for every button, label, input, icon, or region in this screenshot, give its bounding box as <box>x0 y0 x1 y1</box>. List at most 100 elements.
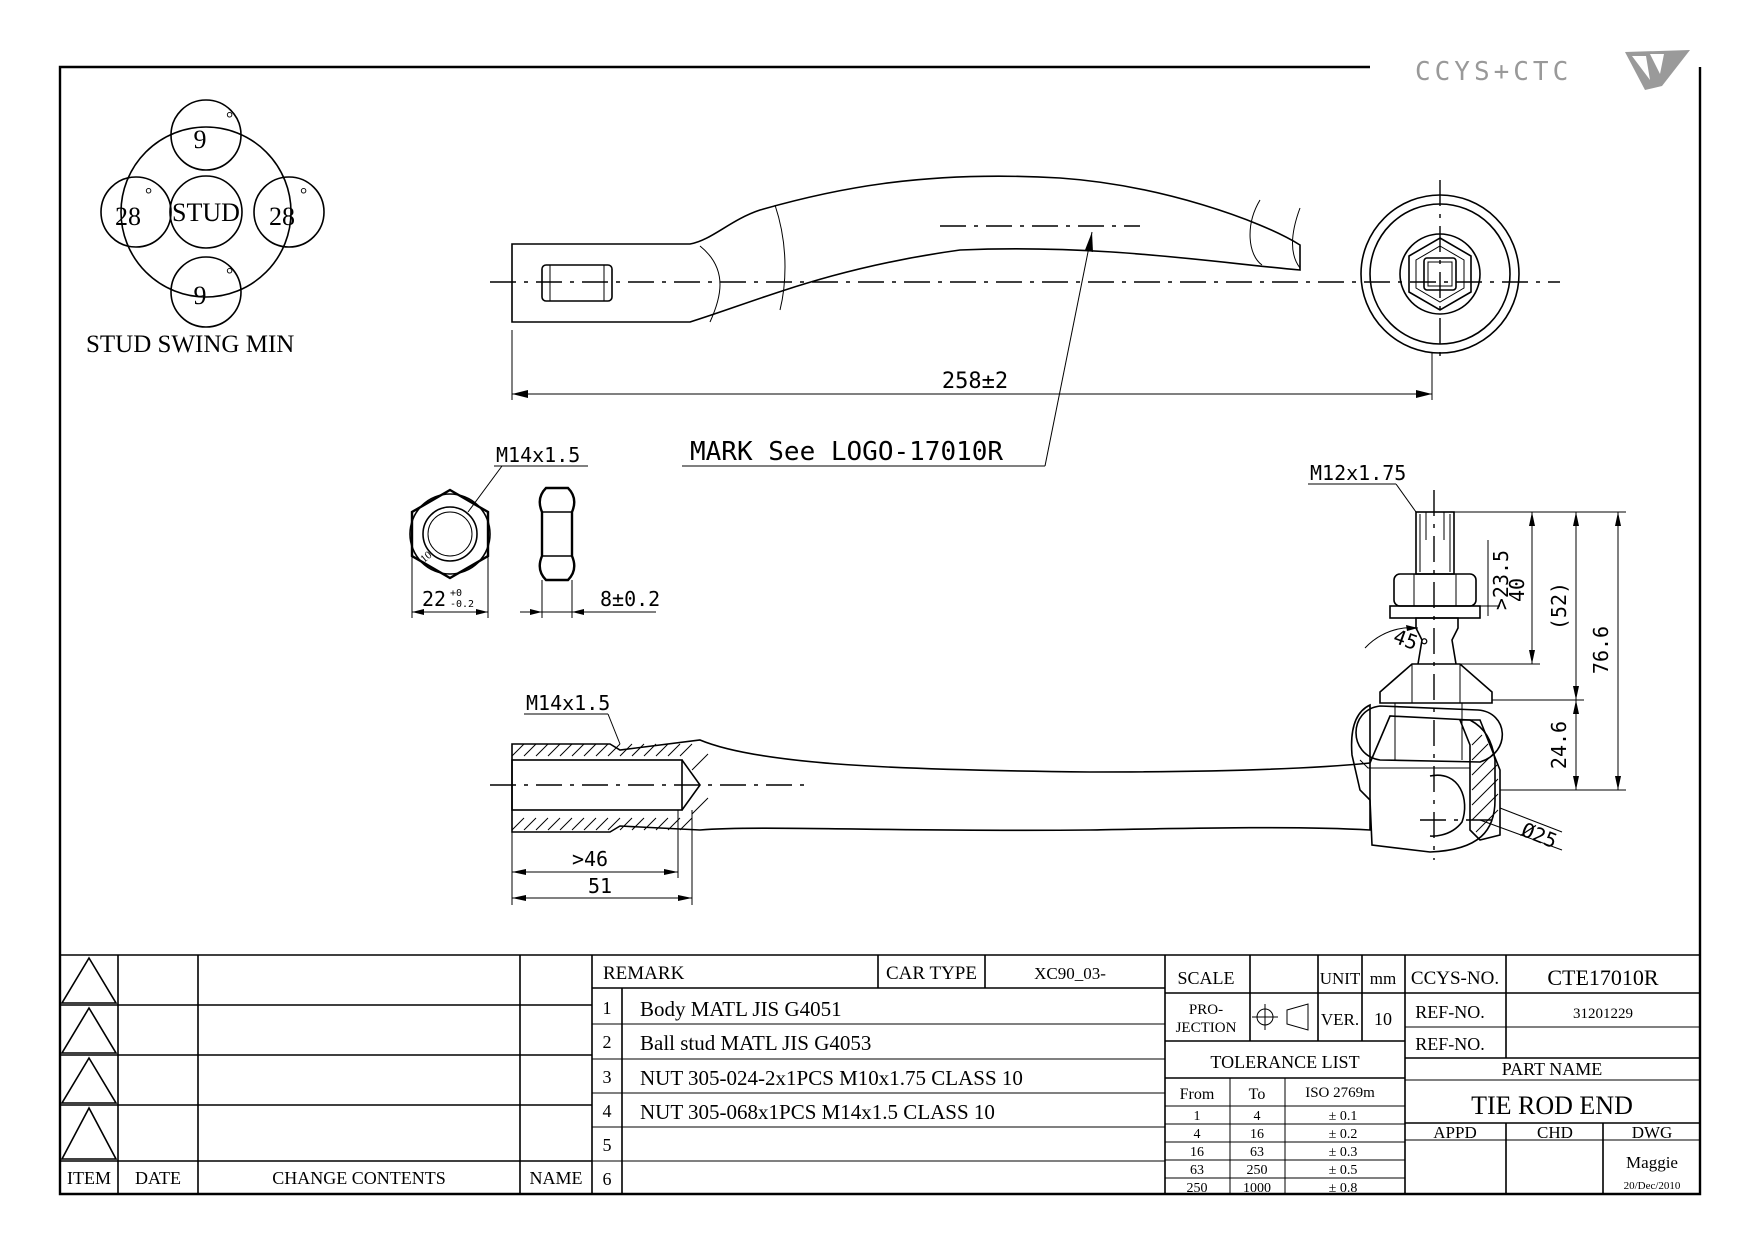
length-dimension: 258±2 <box>942 369 1008 394</box>
tolerance-title: TOLERANCE LIST <box>1210 1052 1359 1072</box>
stud-label: STUD <box>172 198 240 227</box>
svg-text:1: 1 <box>1194 1109 1201 1124</box>
stud-thread: M12x1.75 <box>1310 461 1406 485</box>
svg-text:°: ° <box>226 264 233 284</box>
swing-bottom: 9 <box>194 281 207 310</box>
nut-thread: M14x1.5 <box>496 443 580 467</box>
dim-23-5: >23.5 <box>1489 550 1513 610</box>
ref-label-2: REF-NO. <box>1415 1034 1485 1054</box>
remark-2: Ball stud MATL JIS G4053 <box>640 1031 871 1055</box>
swing-right: 28 <box>269 202 295 231</box>
dim-52: (52) <box>1547 582 1571 630</box>
dwg-date: 20/Dec/2010 <box>1624 1180 1681 1192</box>
svg-text:5: 5 <box>603 1135 612 1155</box>
ccys-label: CCYS-NO. <box>1411 968 1499 989</box>
svg-text:4: 4 <box>1254 1109 1261 1124</box>
car-type-value: XC90_03- <box>1034 964 1106 983</box>
remark-1: Body MATL JIS G4051 <box>640 997 842 1021</box>
revision-table: ITEM DATE CHANGE CONTENTS NAME <box>60 955 593 1194</box>
remarks-table: REMARK CAR TYPE XC90_03- 1 Body MATL JIS… <box>592 955 1166 1194</box>
svg-text:63: 63 <box>1190 1163 1204 1178</box>
projection-symbol-icon <box>1252 1003 1309 1031</box>
ref-label: REF-NO. <box>1415 1002 1485 1022</box>
scale-block: SCALE UNIT mm PRO- JECTION VER. 10 <box>1165 955 1405 1042</box>
chd-label: CHD <box>1537 1123 1573 1142</box>
dim-76-6: 76.6 <box>1589 626 1613 674</box>
ver-label: VER. <box>1321 1010 1359 1029</box>
swing-left: 28 <box>115 202 141 231</box>
bore-thread: M14x1.5 <box>526 691 610 715</box>
svg-text:JECTION: JECTION <box>1176 1020 1237 1036</box>
drawing-border <box>58 65 1702 1196</box>
top-view: 258±2 MARK See LOGO-17010R <box>490 175 1560 467</box>
svg-text:3: 3 <box>603 1067 612 1087</box>
svg-text:From: From <box>1180 1086 1215 1103</box>
svg-text:To: To <box>1249 1086 1266 1103</box>
svg-text:2: 2 <box>603 1032 612 1052</box>
part-name-label: PART NAME <box>1502 1059 1602 1079</box>
svg-text:4: 4 <box>603 1101 612 1121</box>
unit-label: UNIT <box>1320 969 1361 988</box>
nut-thickness: 8±0.2 <box>600 587 660 611</box>
appd-label: APPD <box>1433 1123 1476 1142</box>
scale-label: SCALE <box>1177 968 1234 988</box>
svg-text:1000: 1000 <box>1243 1181 1271 1196</box>
svg-text:6: 6 <box>603 1169 612 1189</box>
svg-text:+0: +0 <box>450 588 462 599</box>
nut-mark: 10 <box>418 549 435 566</box>
side-view: M14x1.5 >46 51 <box>490 461 1626 905</box>
col-name: NAME <box>530 1168 583 1188</box>
tolerance-table: TOLERANCE LIST From To ISO 2769m 1 4 ± 0… <box>1165 1052 1405 1196</box>
svg-text:16: 16 <box>1190 1145 1204 1160</box>
nut-detail: 10 M14x1.5 22 +0 -0.2 8±0.2 <box>409 443 660 618</box>
svg-text:± 0.5: ± 0.5 <box>1329 1163 1358 1178</box>
col-change: CHANGE CONTENTS <box>272 1168 446 1188</box>
ccys-number: CTE17010R <box>1547 965 1659 990</box>
svg-text:4: 4 <box>1194 1127 1201 1142</box>
svg-text:± 0.3: ± 0.3 <box>1329 1145 1358 1160</box>
dim-24-6: 24.6 <box>1547 721 1571 769</box>
svg-text:ISO 2769m: ISO 2769m <box>1305 1085 1375 1101</box>
svg-text:°: ° <box>226 108 233 128</box>
dim-40: 40 <box>1505 578 1529 602</box>
stud-swing-diagram: STUD 9 ° 9 ° 28 ° 28 ° STUD SWING MIN <box>86 99 325 358</box>
svg-text:250: 250 <box>1187 1181 1208 1196</box>
svg-text:1: 1 <box>603 998 612 1018</box>
swing-top: 9 <box>194 125 207 154</box>
part-info-block: CCYS-NO. CTE17010R REF-NO. 31201229 REF-… <box>1404 955 1700 1194</box>
car-type-label: CAR TYPE <box>886 963 977 984</box>
mark-note: MARK See LOGO-17010R <box>690 437 1003 467</box>
col-item: ITEM <box>67 1168 111 1188</box>
unit-value: mm <box>1370 969 1396 988</box>
remark-3: NUT 305-024-2x1PCS M10x1.75 CLASS 10 <box>640 1066 1023 1090</box>
svg-text:16: 16 <box>1250 1127 1264 1142</box>
title-block: ITEM DATE CHANGE CONTENTS NAME REMARK CA… <box>60 954 1700 1196</box>
stud-swing-title: STUD SWING MIN <box>86 331 294 358</box>
angle: 45° <box>1390 624 1432 659</box>
company-logo: CCYS+CTC <box>1415 50 1690 90</box>
svg-text:PRO-: PRO- <box>1189 1002 1223 1018</box>
svg-text:-0.2: -0.2 <box>450 599 474 610</box>
svg-text:63: 63 <box>1250 1145 1264 1160</box>
depth-min: >46 <box>572 847 608 871</box>
svg-text:± 0.1: ± 0.1 <box>1329 1109 1358 1124</box>
diameter: Ø25 <box>1518 817 1560 853</box>
svg-text:°: ° <box>300 184 307 204</box>
depth: 51 <box>588 874 612 898</box>
svg-text:250: 250 <box>1247 1163 1268 1178</box>
dwg-name: Maggie <box>1626 1153 1678 1172</box>
svg-text:°: ° <box>145 184 152 204</box>
remark-4: NUT 305-068x1PCS M14x1.5 CLASS 10 <box>640 1100 995 1124</box>
dwg-label: DWG <box>1632 1123 1673 1142</box>
svg-text:± 0.2: ± 0.2 <box>1329 1127 1358 1142</box>
part-name: TIE ROD END <box>1471 1091 1633 1120</box>
svg-text:± 0.8: ± 0.8 <box>1329 1181 1358 1196</box>
section-hatch <box>511 743 709 831</box>
col-date: DATE <box>135 1168 181 1188</box>
ref-number: 31201229 <box>1573 1006 1633 1022</box>
ver-value: 10 <box>1374 1009 1392 1029</box>
remark-header: REMARK <box>603 963 685 984</box>
logo-text: CCYS+CTC <box>1415 57 1572 87</box>
nut-width: 22 <box>422 587 446 611</box>
